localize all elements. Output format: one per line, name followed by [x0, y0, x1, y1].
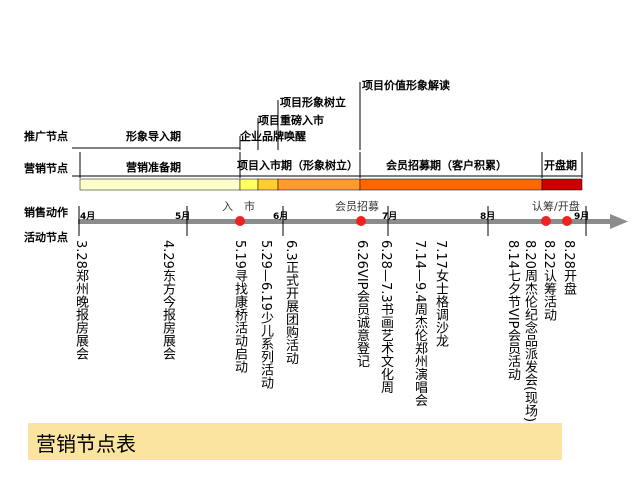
phase-prep-label: 营销准备期 [126, 161, 181, 174]
activity-item: 7.17女士格调沙龙 [433, 240, 448, 347]
activity-item: 8.20周杰伦纪念品派发会(现场) [522, 240, 537, 423]
activity-item: 6.3正式开展团购活动 [283, 240, 298, 365]
activity-item: 4.29东方今报房展会 [160, 240, 175, 360]
sales-action-entry: 入 市 [222, 200, 255, 213]
promo-stage-image-import: 形象导入期 [126, 130, 181, 143]
month-label-7: 7月 [382, 212, 398, 222]
phase-bar-members [359, 178, 543, 191]
phase-members-label: 会员招募期（客户积累） [386, 159, 507, 172]
row-label-promo: 推广节点 [24, 130, 68, 143]
row-label-sales: 销售动作 [24, 206, 68, 219]
row-label-marketing: 营销节点 [24, 162, 68, 175]
title-banner: 营销节点表 [28, 423, 562, 460]
phase-opening-label: 开盘期 [544, 159, 577, 172]
sales-action-members: 会员招募 [335, 200, 379, 213]
month-label-4: 4月 [80, 212, 96, 222]
row-label-activity: 活动节点 [24, 231, 68, 244]
page-title: 营销节点表 [36, 432, 136, 456]
promo-stage-image-build: 项目形象树立 [280, 96, 346, 109]
marker-opening [562, 216, 572, 226]
month-label-9: 9月 [574, 212, 590, 222]
month-ticks [78, 206, 587, 236]
phase-bar [79, 178, 583, 191]
promo-stage-value-interpret: 项目价值形象解读 [362, 79, 450, 92]
marker-subscribe [541, 216, 551, 226]
activity-item: 6.26VIP会员诚意登记 [354, 240, 369, 368]
activity-item: 5.19寻找康桥活动启动 [232, 240, 247, 373]
month-label-5: 5月 [175, 212, 191, 222]
sales-action-opening: 认筹/开盘 [532, 200, 580, 213]
marker-members [356, 216, 366, 226]
activity-item: 3.28郑州晚报房展会 [73, 240, 88, 360]
activity-item: 6.28—7.3书画艺术文化周 [378, 240, 393, 394]
activity-item: 8.28开盘 [561, 240, 576, 295]
month-axis-arrowhead [610, 214, 628, 229]
marker-entry [235, 216, 245, 226]
month-label-6: 6月 [273, 212, 289, 222]
activity-item: 7.14—9.4周杰伦郑州演唱会 [412, 240, 427, 407]
promo-stage-brand-awaken: 企业品牌唤醒 [240, 130, 306, 143]
activity-item: 8.22认筹活动 [541, 240, 556, 321]
phase-entry-label: 项目入市期（形象树立） [237, 159, 358, 172]
activity-item: 5.29—6.19少儿系列活动 [258, 240, 273, 389]
phase-bar-entry-c [277, 178, 361, 191]
month-axis [78, 219, 610, 224]
phase-bar-entry-a [239, 178, 259, 191]
month-label-8: 8月 [480, 212, 496, 222]
phase-bar-prep [79, 178, 241, 191]
phase-bar-entry-b [257, 178, 279, 191]
promo-stage-market-entry: 项目重磅入市 [258, 114, 324, 127]
phase-bar-opening [541, 178, 583, 191]
activity-item: 8.14七夕节VIP会员活动 [505, 240, 520, 381]
